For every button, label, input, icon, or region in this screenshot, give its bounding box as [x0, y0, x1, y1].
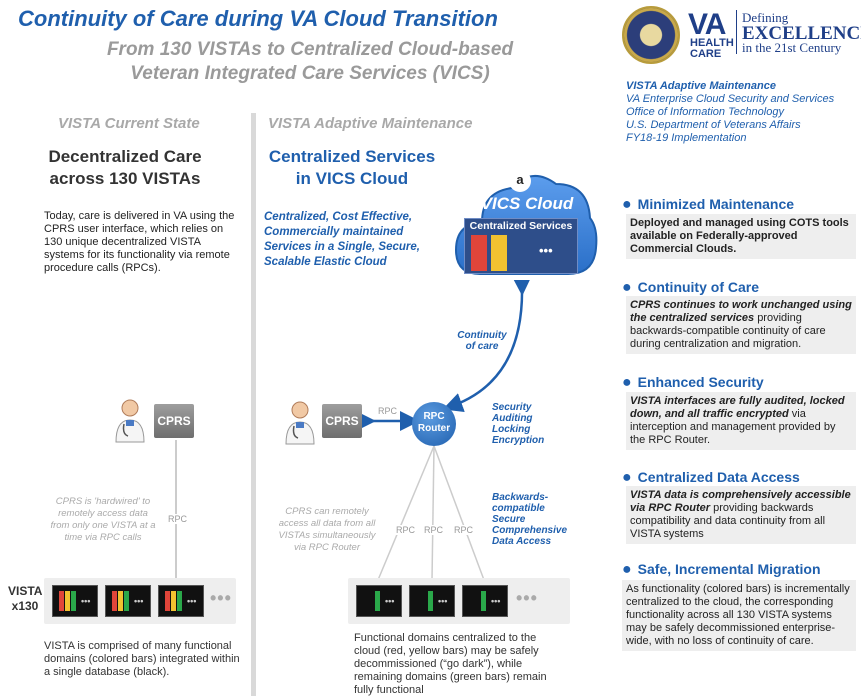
- vista-box: •••: [158, 585, 204, 617]
- domain-bar-red: [165, 591, 170, 611]
- middle-heading: Centralized Services in VICS Cloud: [268, 147, 436, 188]
- org-line-3: Office of Information Technology: [626, 106, 784, 118]
- feature-title-security: ●Enhanced Security: [622, 374, 764, 391]
- more-dots: •••: [187, 596, 197, 606]
- left-bottom-text: VISTA is comprised of many functional do…: [44, 640, 240, 678]
- middle-bottom-text: Functional domains centralized to the cl…: [354, 632, 547, 696]
- left-column-title: VISTA Current State: [58, 115, 200, 132]
- domain-bar-green: [124, 591, 129, 611]
- centralized-services-label: Centralized Services: [469, 220, 573, 232]
- feature-title-maintenance: ●Minimized Maintenance: [622, 196, 795, 213]
- more-vistas-dots: •••: [210, 588, 232, 608]
- org-info: VISTA Adaptive Maintenance VA Enterprise…: [626, 80, 834, 145]
- rpc-router: RPC Router: [412, 402, 456, 446]
- domain-bar-green: [428, 591, 433, 611]
- rpc-label-2: RPC: [424, 525, 444, 535]
- cprs-box-left: CPRS: [154, 404, 194, 438]
- domain-bar-green: [71, 591, 76, 611]
- doctor-icon: [285, 401, 315, 445]
- org-line-2: VA Enterprise Cloud Security and Service…: [626, 93, 835, 105]
- rpc-label-cprs-router: RPC: [378, 406, 398, 416]
- logo-century-text: in the 21st Century: [742, 40, 842, 55]
- more-dots: •••: [385, 596, 395, 606]
- continuity-label: Continuity of care: [457, 330, 507, 352]
- feature-title-data-access: ●Centralized Data Access: [622, 469, 800, 486]
- domain-bar-yellow: [171, 591, 176, 611]
- left-description: Today, care is delivered in VA using the…: [44, 210, 235, 274]
- org-line-4: U.S. Department of Veterans Affairs: [626, 119, 801, 131]
- feature-text-data-access: VISTA data is comprehensively accessible…: [626, 486, 856, 544]
- rpc-label-1: RPC: [396, 525, 416, 535]
- feature-title-continuity: ●Continuity of Care: [622, 279, 760, 296]
- feature-text-continuity: CPRS continues to work unchanged using t…: [626, 296, 856, 354]
- org-line-5: FY18-19 Implementation: [626, 132, 747, 144]
- domain-bar-green: [375, 591, 380, 611]
- page-title: Continuity of Care during VA Cloud Trans…: [18, 6, 498, 31]
- va-seal-logo: [622, 6, 680, 64]
- security-label: Security Auditing Locking Encryption: [492, 402, 545, 446]
- compat-label: Backwards-compatible Secure Comprehensiv…: [492, 492, 568, 547]
- vista-box: •••: [105, 585, 151, 617]
- remote-access-note: CPRS can remotely access all data from a…: [278, 506, 376, 553]
- amazon-icon: a: [509, 170, 531, 192]
- more-services-dots: •••: [539, 243, 553, 258]
- domain-bar-yellow: [118, 591, 123, 611]
- more-dots: •••: [81, 596, 91, 606]
- middle-description: Centralized, Cost Effective, Commerciall…: [264, 211, 420, 268]
- column-divider: [251, 113, 256, 696]
- domain-bar-red: [59, 591, 64, 611]
- vista-count-label: VISTA x130: [8, 584, 43, 613]
- logo-divider: [736, 10, 737, 54]
- domain-bar-green: [481, 591, 486, 611]
- domain-bar-green: [177, 591, 182, 611]
- connector-arrows: [356, 280, 532, 431]
- doctor-icon: [115, 399, 145, 443]
- left-heading: Decentralized Care across 130 VISTAs: [48, 147, 202, 188]
- more-dots: •••: [438, 596, 448, 606]
- logo-health-care-text: HEALTH CARE: [690, 37, 734, 60]
- rpc-label-3: RPC: [454, 525, 474, 535]
- middle-column-title: VISTA Adaptive Maintenance: [268, 115, 473, 132]
- vista-box-decommissioned: •••: [462, 585, 508, 617]
- domain-bar-yellow: [491, 235, 507, 271]
- logo-va-text: VA: [688, 8, 726, 41]
- domain-bar-red: [112, 591, 117, 611]
- cprs-box-middle: CPRS: [322, 404, 362, 438]
- org-line-1: VISTA Adaptive Maintenance: [626, 80, 776, 92]
- feature-text-maintenance: Deployed and managed using COTS tools av…: [626, 214, 856, 259]
- centralized-services-box: •••: [464, 218, 578, 274]
- domain-bar-red: [471, 235, 487, 271]
- domain-bar-yellow: [65, 591, 70, 611]
- more-dots: •••: [491, 596, 501, 606]
- router-vista-lines: [377, 445, 485, 581]
- feature-title-migration: ●Safe, Incremental Migration: [622, 561, 821, 578]
- hardwired-note: CPRS is 'hardwired' to remotely access d…: [50, 496, 156, 543]
- vista-box: •••: [52, 585, 98, 617]
- cloud-title: VICS Cloud: [480, 194, 574, 213]
- more-vistas-dots: •••: [516, 588, 538, 608]
- feature-text-security: VISTA interfaces are fully audited, lock…: [626, 392, 856, 450]
- rpc-label-left: RPC: [166, 514, 190, 524]
- logo-excellence-text: EXCELLENCE: [742, 23, 861, 44]
- feature-text-migration: As functionality (colored bars) is incre…: [622, 580, 856, 651]
- vista-box-decommissioned: •••: [356, 585, 402, 617]
- vista-box-decommissioned: •••: [409, 585, 455, 617]
- logo-defining-text: Defining: [742, 10, 789, 25]
- page-subtitle: From 130 VISTAs to Centralized Cloud-bas…: [106, 39, 514, 84]
- more-dots: •••: [134, 596, 144, 606]
